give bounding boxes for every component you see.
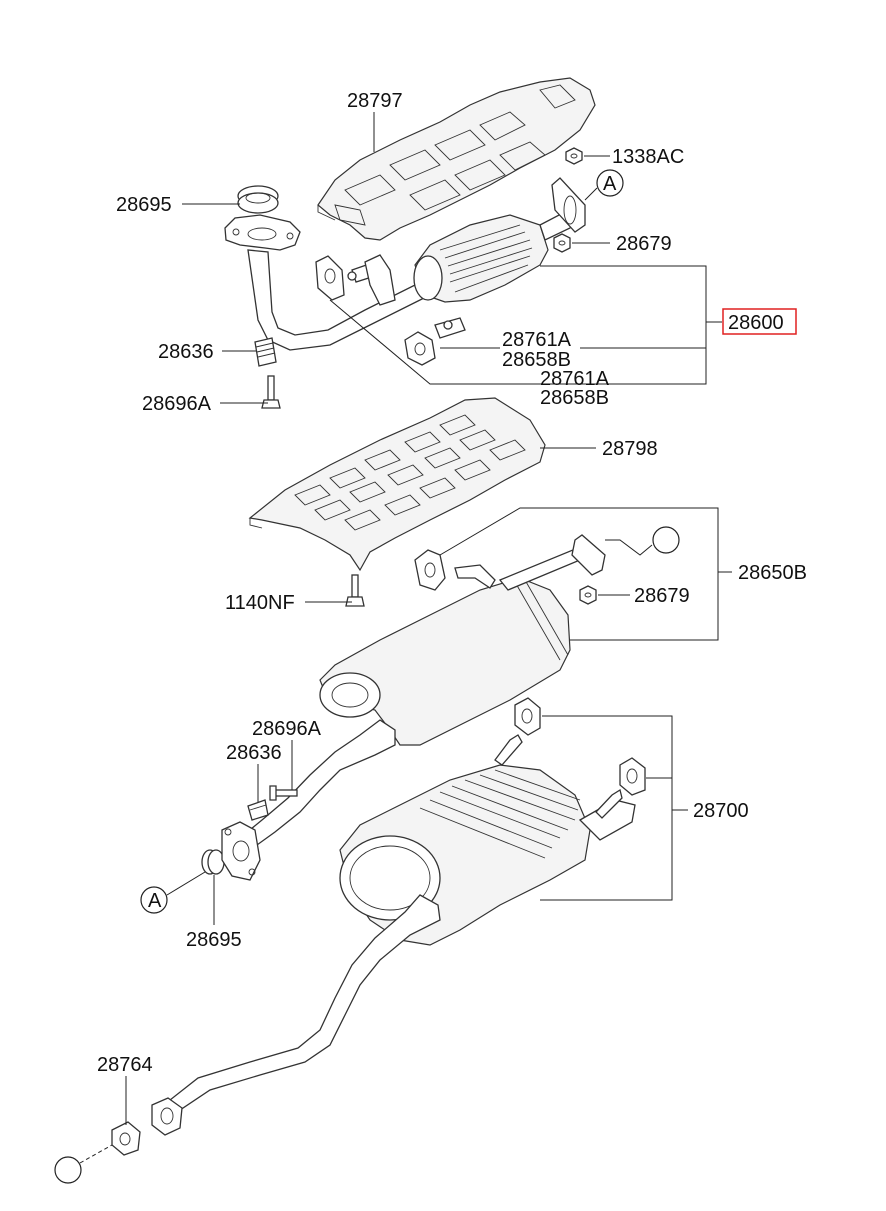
hanger-28764[interactable] — [111, 1121, 141, 1156]
label-28764[interactable]: 28764 — [97, 1054, 153, 1076]
hanger-rubber-rear-upper[interactable] — [494, 697, 541, 766]
label-28600[interactable]: 28600 — [728, 312, 784, 334]
label-28696a-top[interactable]: 28696A — [142, 393, 212, 415]
catalytic-converter[interactable] — [413, 177, 586, 303]
bolt-1140nf[interactable] — [345, 574, 365, 607]
label-28696a-mid[interactable]: 28696A — [252, 718, 322, 740]
hanger-rubber-lower[interactable] — [404, 317, 466, 366]
label-28798[interactable]: 28798 — [602, 438, 658, 460]
bolt-upper[interactable] — [261, 375, 281, 409]
label-28679-mid[interactable]: 28679 — [634, 585, 690, 607]
label-28636-mid[interactable]: 28636 — [226, 742, 282, 764]
nut-28679-upper[interactable] — [553, 233, 571, 253]
intermediate-pipe[interactable] — [239, 719, 396, 851]
label-a-bottom: A — [148, 890, 162, 912]
nut-1338ac[interactable] — [565, 147, 583, 165]
label-28695-top[interactable]: 28695 — [116, 194, 172, 216]
heat-shield-lower[interactable] — [248, 397, 546, 572]
bolt-mid[interactable] — [269, 785, 298, 801]
tail-pipe-end[interactable] — [151, 1097, 183, 1136]
label-28700[interactable]: 28700 — [693, 800, 749, 822]
label-28695-bottom[interactable]: 28695 — [186, 929, 242, 951]
callout-circle-right — [652, 526, 680, 554]
callout-circle-bottom-left — [54, 1156, 82, 1184]
label-28650b[interactable]: 28650B — [738, 562, 807, 584]
pipe-flange[interactable] — [221, 821, 261, 881]
label-28679-top[interactable]: 28679 — [616, 233, 672, 255]
label-28761a-1[interactable]: 28761A — [502, 329, 572, 351]
muffler-inlet-pipe[interactable] — [454, 534, 606, 591]
leader-lines — [79, 112, 732, 1164]
gasket-upper[interactable] — [237, 185, 279, 214]
hanger-bracket-upper[interactable] — [364, 254, 396, 306]
gasket-lower[interactable] — [201, 849, 225, 875]
label-28797[interactable]: 28797 — [347, 90, 403, 112]
front-pipe[interactable] — [224, 214, 441, 351]
hanger-rubber-rear-lower[interactable] — [595, 757, 646, 819]
hanger-rubber-mid[interactable] — [414, 549, 446, 591]
spring-upper[interactable] — [254, 337, 277, 367]
center-muffler[interactable] — [319, 577, 571, 746]
main-muffler[interactable] — [339, 764, 636, 946]
label-1140nf[interactable]: 1140NF — [225, 592, 295, 614]
callout-circle-a-top — [596, 169, 624, 197]
label-28658b-1[interactable]: 28658B — [502, 349, 571, 371]
callout-circle-a-bottom — [140, 886, 168, 914]
nut-28679-mid[interactable] — [579, 585, 597, 605]
label-a-top: A — [603, 173, 617, 195]
label-28636-top[interactable]: 28636 — [158, 341, 214, 363]
label-1338ac[interactable]: 1338AC — [612, 146, 684, 168]
tail-pipe[interactable] — [169, 894, 441, 1111]
spring-mid[interactable] — [247, 799, 269, 821]
heat-shield-upper[interactable] — [317, 77, 596, 241]
selected-part-highlight — [722, 308, 797, 335]
label-28658b-2[interactable]: 28658B — [540, 387, 609, 409]
label-28761a-2[interactable]: 28761A — [540, 368, 610, 390]
